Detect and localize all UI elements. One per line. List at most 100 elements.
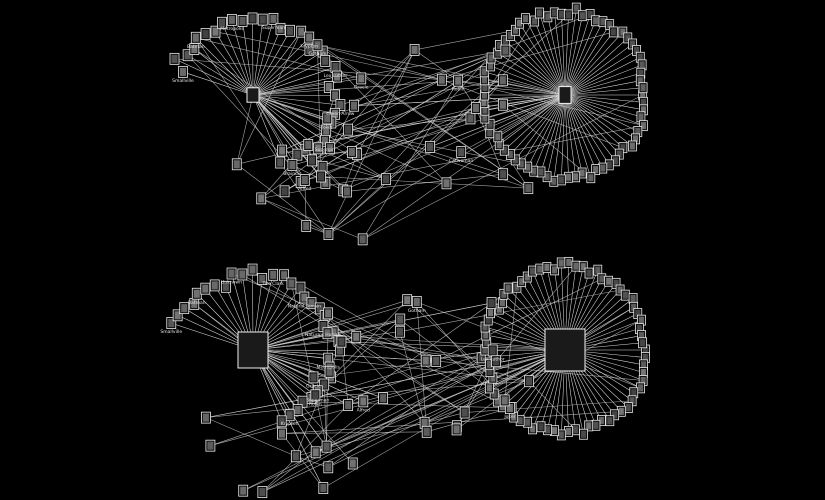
node-thumbnail	[178, 66, 188, 78]
spoke-edge	[484, 87, 566, 96]
node-thumbnail	[268, 12, 279, 25]
node-thumbnail	[275, 156, 286, 169]
node-thumbnail	[325, 142, 335, 155]
node-label: Joker	[321, 124, 333, 130]
node-thumbnail	[320, 134, 330, 147]
node-thumbnail	[319, 378, 330, 391]
node-thumbnail	[628, 140, 637, 152]
link-edge	[502, 79, 566, 96]
node-thumbnail	[191, 287, 202, 300]
spoke-edge	[205, 33, 254, 96]
node-thumbnail	[284, 409, 295, 422]
spoke-edge	[534, 20, 566, 96]
node-thumbnail	[528, 423, 538, 435]
node-thumbnail	[395, 313, 406, 326]
spoke-edge	[564, 64, 643, 96]
link-edge	[282, 50, 506, 151]
node-thumbnail	[209, 279, 220, 292]
node-thumbnail	[585, 9, 595, 20]
node-thumbnail	[638, 337, 647, 349]
node-thumbnail	[584, 420, 594, 432]
link-edge	[340, 50, 506, 106]
link-edge	[243, 377, 494, 491]
node-thumbnail	[286, 277, 297, 290]
node-thumbnail	[542, 262, 552, 273]
link-edge	[174, 58, 442, 81]
link-edge	[321, 176, 529, 189]
spoke-edge	[564, 50, 637, 96]
node-thumbnail	[431, 355, 442, 367]
node-thumbnail	[453, 74, 464, 87]
spoke-edge	[564, 94, 644, 126]
link-edge	[261, 147, 331, 199]
node-thumbnail	[491, 355, 502, 368]
node-thumbnail	[205, 439, 216, 452]
spoke-edge	[252, 94, 327, 131]
link-edge	[328, 45, 500, 235]
node-thumbnail	[323, 81, 334, 93]
link-edge	[342, 154, 358, 191]
node-thumbnail	[402, 294, 413, 307]
node-thumbnail	[578, 261, 588, 273]
spoke-edge	[252, 94, 341, 106]
spoke-edge	[564, 94, 644, 103]
spoke-edge	[221, 22, 254, 96]
node-label: Alfred	[357, 407, 370, 413]
node-thumbnail	[623, 32, 633, 44]
node-thumbnail	[479, 66, 489, 78]
node-label: Smallville	[160, 329, 182, 335]
node-thumbnail	[522, 271, 532, 283]
link-edge	[399, 331, 427, 432]
node-thumbnail	[320, 54, 331, 67]
link-edge	[362, 80, 459, 240]
link-edge	[317, 44, 442, 80]
node-thumbnail	[316, 170, 326, 183]
node-thumbnail	[200, 28, 211, 40]
node-label: Gotham	[308, 51, 326, 57]
node-label: Robin	[309, 401, 322, 407]
node-thumbnail	[620, 289, 630, 301]
link-edge	[252, 94, 504, 175]
link-edge	[328, 94, 566, 235]
spoke-edge	[252, 94, 281, 163]
node-thumbnail	[221, 280, 231, 293]
link-edge	[317, 44, 566, 96]
node-thumbnail	[295, 281, 306, 294]
node-thumbnail	[610, 409, 620, 421]
node-thumbnail	[190, 31, 201, 44]
node-thumbnail	[275, 22, 286, 35]
node-thumbnail	[451, 423, 462, 436]
node-thumbnail	[577, 10, 587, 22]
link-edge	[252, 94, 344, 191]
node-thumbnail	[534, 7, 544, 19]
node-thumbnail	[335, 99, 346, 111]
node-thumbnail	[323, 228, 334, 240]
node-thumbnail	[591, 15, 600, 27]
link-edge	[291, 283, 327, 447]
node-thumbnail	[279, 185, 290, 198]
spoke-edge	[489, 94, 566, 133]
node-thumbnail	[505, 402, 515, 414]
link-edge	[348, 118, 471, 130]
link-edge	[441, 31, 614, 80]
link-edge	[295, 455, 329, 468]
spoke-edge	[252, 18, 274, 96]
node-label: Unknown	[221, 280, 242, 286]
spoke-edge	[174, 58, 254, 96]
link-edge	[262, 404, 349, 493]
node-label: Gotham	[408, 308, 426, 314]
spoke-edge	[252, 86, 329, 96]
link-edge	[504, 287, 518, 401]
hub-node	[558, 86, 572, 104]
node-label: Natural Terrain	[288, 304, 321, 310]
spoke-edge	[564, 31, 614, 96]
link-edge	[252, 94, 529, 189]
spoke-edge	[497, 94, 566, 138]
node-thumbnail	[425, 141, 435, 153]
spoke-edge	[564, 94, 610, 166]
link-edge	[362, 94, 643, 240]
node-thumbnail	[182, 49, 193, 62]
link-edge	[242, 274, 465, 413]
node-label: Oracle	[354, 84, 369, 90]
spoke-edge	[564, 94, 616, 161]
